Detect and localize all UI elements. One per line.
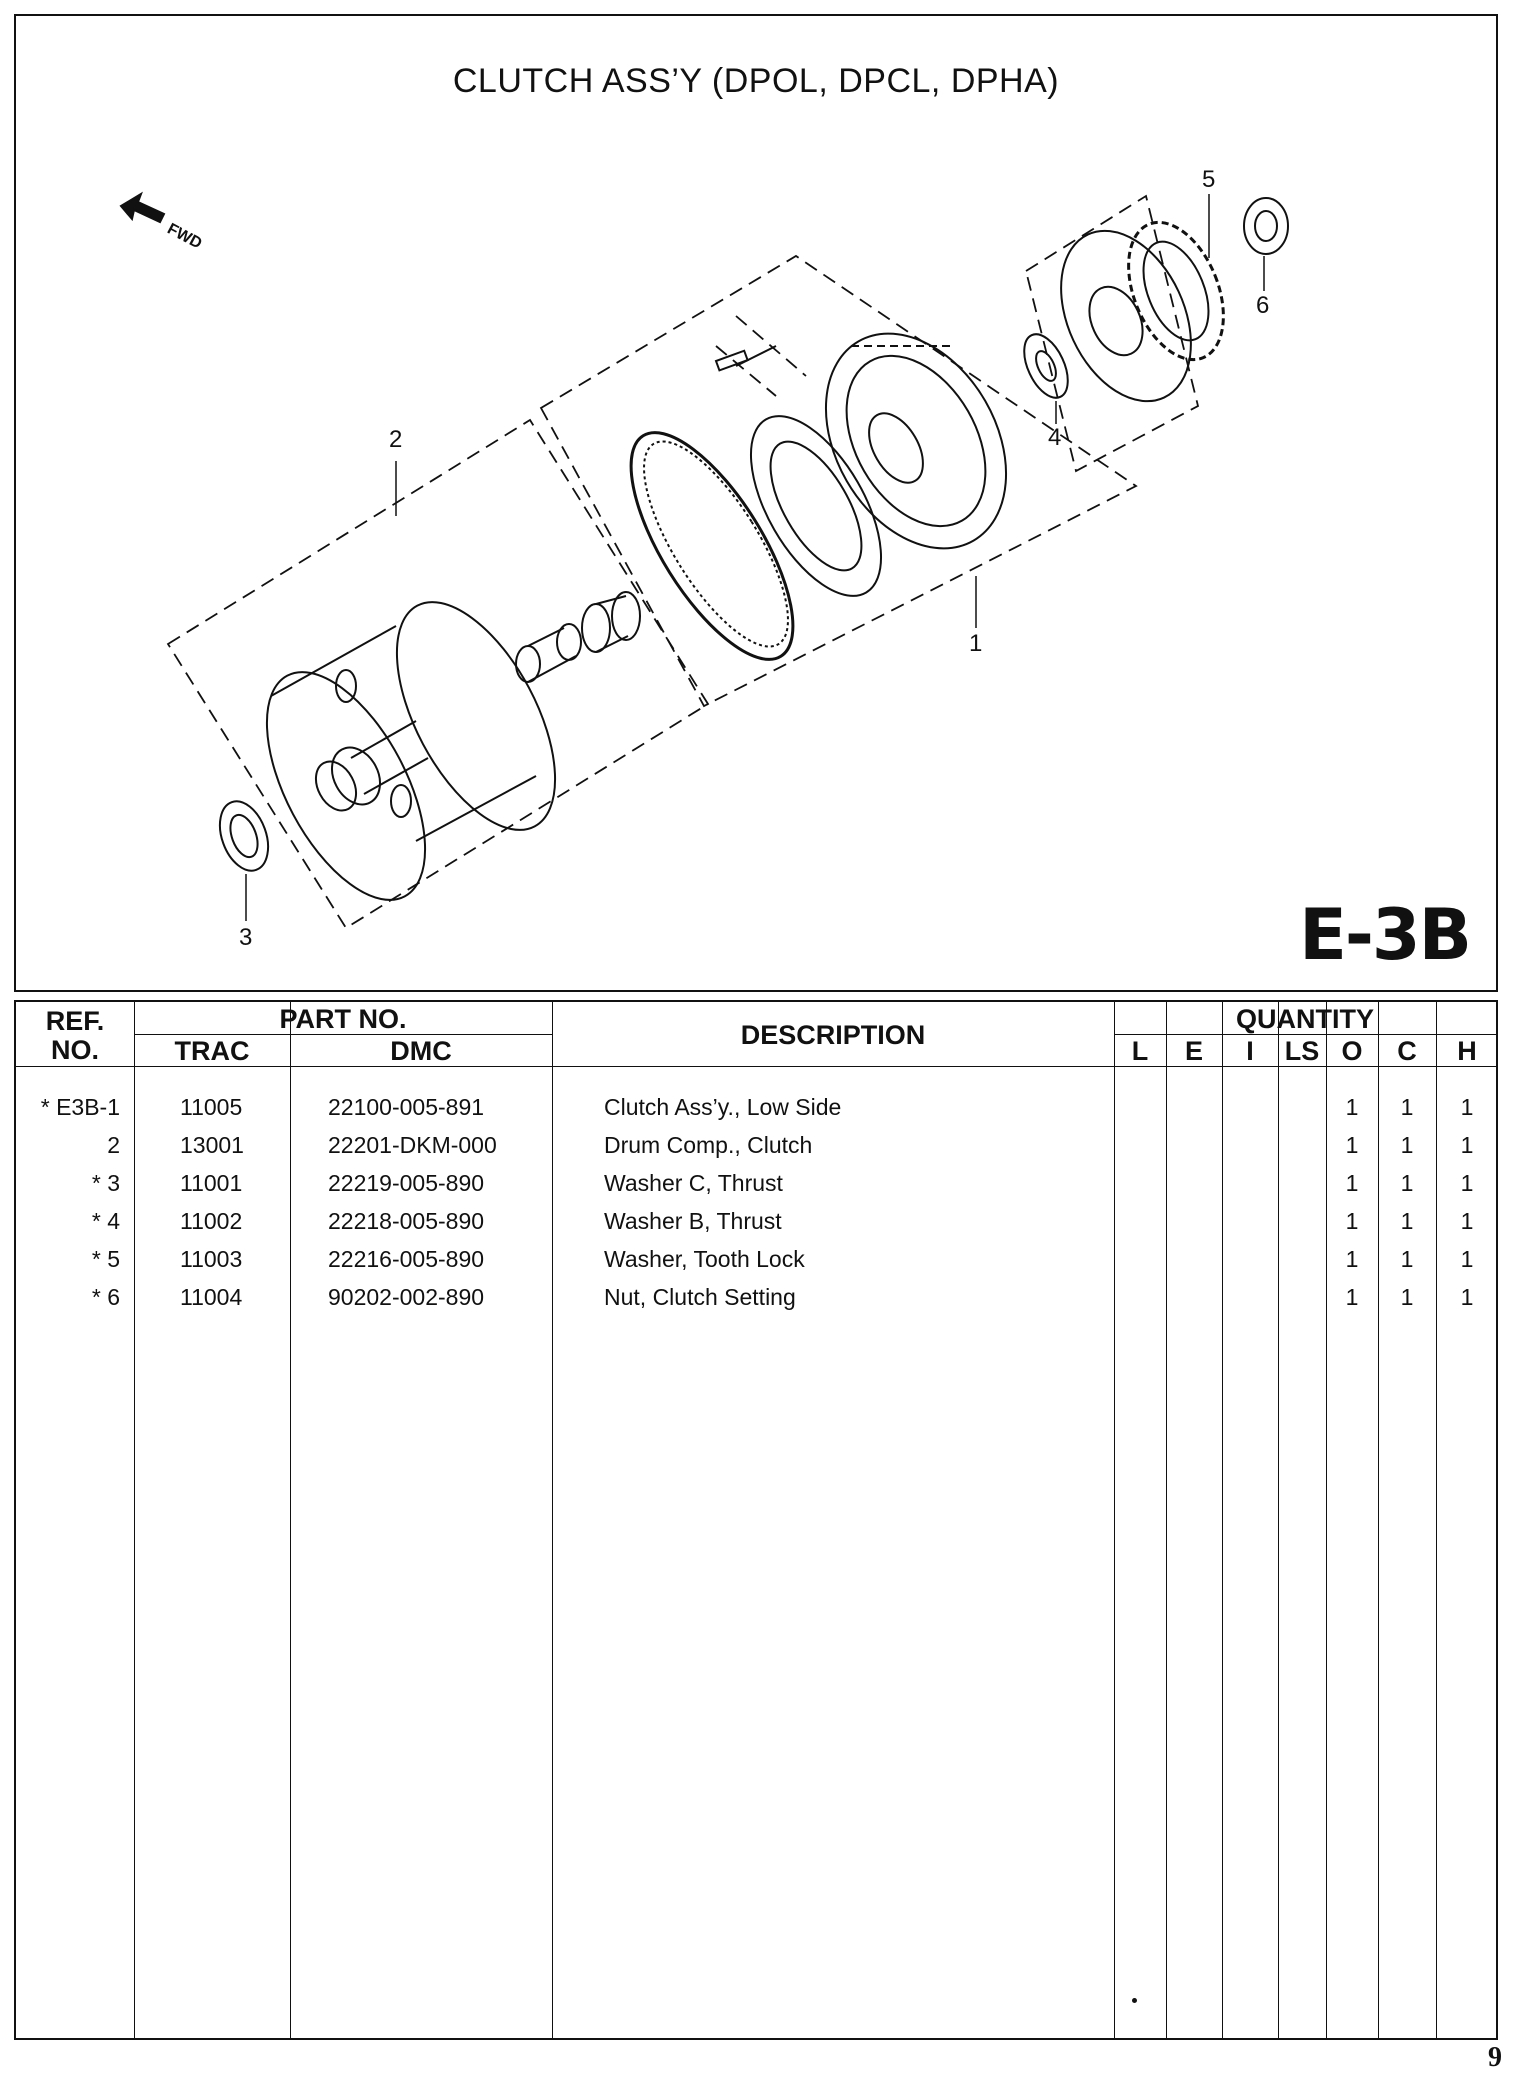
row-description: Nut, Clutch Setting: [604, 1284, 796, 1310]
row-qty-o: 1: [1345, 1208, 1359, 1234]
header-q-i: I: [1246, 1036, 1254, 1066]
row-ref: * 6: [91, 1284, 120, 1310]
row-qty-c: 1: [1400, 1170, 1414, 1196]
row-ref: 2: [107, 1132, 120, 1158]
part-1-clutch-assy: [714, 332, 1008, 597]
fwd-arrow-icon: [119, 191, 166, 224]
clutch-spring: [629, 431, 795, 661]
row-description: Washer B, Thrust: [604, 1208, 782, 1234]
row-description: Washer, Tooth Lock: [604, 1246, 805, 1272]
row-qty-h: 1: [1460, 1284, 1474, 1310]
collar-and-bearing: [515, 591, 641, 683]
row-qty-c: 1: [1400, 1284, 1414, 1310]
row-dmc: 22218-005-890: [328, 1208, 485, 1234]
callout-1: 1: [969, 630, 983, 657]
row-dmc: 22219-005-890: [328, 1170, 485, 1196]
header-no: NO.: [50, 1035, 99, 1065]
part-6-nut: [1243, 197, 1289, 255]
row-trac: 11004: [180, 1284, 243, 1310]
part-4-washer: [1023, 333, 1069, 399]
row-qty-o: 1: [1345, 1246, 1359, 1272]
row-qty-o: 1: [1345, 1170, 1359, 1196]
clutch-exploded-view: [119, 191, 1289, 930]
row-description: Drum Comp., Clutch: [604, 1132, 813, 1158]
callout-5: 5: [1202, 166, 1216, 193]
row-qty-h: 1: [1460, 1246, 1474, 1272]
row-qty-o: 1: [1345, 1132, 1359, 1158]
row-ref: * E3B-1: [40, 1094, 120, 1120]
diagram-title: CLUTCH ASS’Y (DPOL, DPCL, DPHA): [452, 62, 1060, 100]
header-q-e: E: [1184, 1036, 1203, 1066]
callout-3: 3: [239, 924, 253, 951]
header-dmc: DMC: [390, 1036, 452, 1066]
row-qty-c: 1: [1400, 1132, 1414, 1158]
page-number: 9: [1488, 2042, 1502, 2073]
part-3-washer: [218, 800, 270, 872]
leader-lines: [245, 194, 1265, 921]
header-part-no: PART NO.: [279, 1004, 407, 1034]
row-trac: 13001: [180, 1132, 244, 1158]
row-trac: 11002: [180, 1208, 243, 1234]
row-ref: * 3: [91, 1170, 120, 1196]
row-trac: 11005: [180, 1094, 243, 1120]
header-quantity: QUANTITY: [1236, 1004, 1374, 1034]
row-trac: 11003: [180, 1246, 243, 1272]
row-qty-h: 1: [1460, 1208, 1474, 1234]
row-qty-o: 1: [1345, 1284, 1359, 1310]
row-dmc: 22100-005-891: [328, 1094, 485, 1120]
row-qty-o: 1: [1345, 1094, 1359, 1120]
section-code: E-3B: [1299, 894, 1472, 976]
row-qty-c: 1: [1400, 1208, 1414, 1234]
row-qty-h: 1: [1460, 1132, 1474, 1158]
row-trac: 11001: [180, 1170, 243, 1196]
exploded-diagram: CLUTCH ASS’Y (DPOL, DPCL, DPHA): [14, 14, 1498, 992]
callout-6: 6: [1256, 292, 1270, 319]
header-q-l: L: [1131, 1036, 1149, 1066]
part-2-drum: [265, 601, 557, 901]
row-qty-c: 1: [1400, 1246, 1414, 1272]
row-ref: * 4: [91, 1208, 120, 1234]
row-description: Washer C, Thrust: [604, 1170, 783, 1196]
row-ref: * 5: [91, 1246, 120, 1272]
header-ref: REF.: [45, 1006, 105, 1036]
header-q-o: O: [1341, 1036, 1363, 1066]
row-dmc: 22216-005-890: [328, 1246, 485, 1272]
header-q-c: C: [1397, 1036, 1417, 1066]
header-q-h: H: [1457, 1036, 1477, 1066]
row-description: Clutch Ass’y., Low Side: [604, 1094, 842, 1120]
row-qty-h: 1: [1460, 1094, 1474, 1120]
parts-table: REF. NO. PART NO. TRAC DMC DESCRIPTION Q…: [14, 1000, 1498, 2040]
header-trac: TRAC: [174, 1036, 250, 1066]
row-qty-h: 1: [1460, 1170, 1474, 1196]
header-description: DESCRIPTION: [740, 1020, 926, 1050]
row-qty-c: 1: [1400, 1094, 1414, 1120]
callout-2: 2: [389, 426, 403, 453]
header-q-ls: LS: [1284, 1036, 1320, 1066]
row-dmc: 22201-DKM-000: [328, 1132, 497, 1158]
callout-4: 4: [1048, 424, 1062, 451]
group-outlines: [166, 194, 1200, 930]
clutch-plate: [1060, 229, 1192, 403]
row-dmc: 90202-002-890: [328, 1284, 485, 1310]
scan-speck: [1132, 1998, 1137, 2003]
part-5-tooth-washer: [1127, 220, 1225, 362]
